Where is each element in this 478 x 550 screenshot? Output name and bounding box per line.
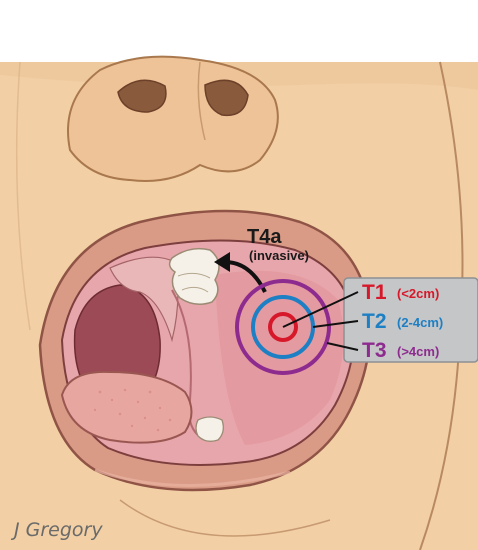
leader-t2 — [312, 320, 359, 328]
invasion-arrowhead — [214, 252, 230, 272]
legend-box — [343, 277, 478, 363]
artist-signature: J Gregory — [10, 519, 103, 541]
upper-molar — [168, 247, 220, 305]
label-t4a: T4a — [247, 226, 282, 248]
label-t2: T2 — [362, 310, 387, 333]
leader-t1 — [282, 291, 359, 328]
label-t2-size: (2-4cm) — [397, 315, 443, 330]
ring-t1 — [268, 312, 298, 342]
label-t3-size: (>4cm) — [397, 344, 439, 359]
nose — [67, 55, 279, 182]
ring-t3 — [235, 279, 331, 375]
label-t1: T1 — [362, 281, 387, 304]
label-t1-size: (<2cm) — [397, 286, 439, 301]
label-t3: T3 — [362, 339, 387, 362]
stage-legend: T1 (<2cm) T2 (2-4cm) T3 (>4cm) — [282, 277, 478, 363]
tongue — [60, 370, 193, 444]
lower-molar — [195, 416, 224, 442]
label-t4a-sub: (invasive) — [249, 248, 309, 263]
leader-t3 — [326, 342, 359, 351]
